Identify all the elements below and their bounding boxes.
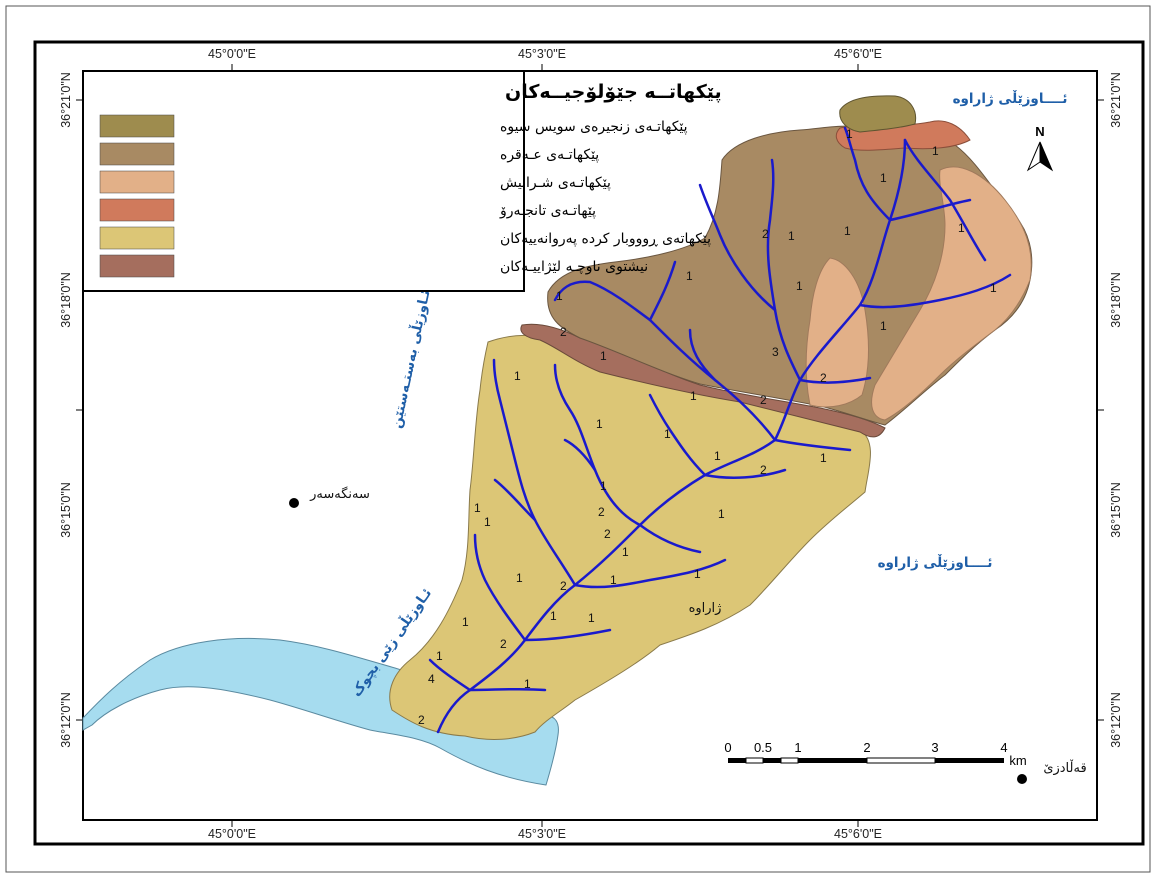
order-label: 1 (932, 144, 939, 158)
order-label: 1 (686, 269, 693, 283)
scale-tick: 0 (724, 740, 731, 755)
scale-unit: km (1009, 753, 1026, 768)
scale-tick: 0.5 (754, 740, 772, 755)
order-label: 1 (514, 369, 521, 383)
order-label: 1 (596, 417, 603, 431)
order-label: 1 (484, 515, 491, 529)
order-label: 1 (796, 279, 803, 293)
order-label: 1 (610, 573, 617, 587)
order-label: 1 (690, 389, 697, 403)
unit-sevas (839, 95, 917, 133)
order-label: 2 (598, 505, 605, 519)
legend-swatch (99, 170, 175, 194)
legend-label: پێکهاتـەی عـەقرە (500, 147, 599, 163)
order-label: 1 (436, 649, 443, 663)
order-label: 1 (588, 611, 595, 625)
legend-swatch (99, 114, 175, 138)
coord-left-2: 36°18'0"N (59, 272, 73, 328)
order-label: 1 (820, 451, 827, 465)
order-label: 1 (844, 224, 851, 238)
north-arrow-icon: N (1026, 124, 1054, 172)
graticule-ticks (76, 64, 1104, 827)
coord-left-1: 36°21'0"N (59, 72, 73, 128)
scale-tick: 4 (1000, 740, 1007, 755)
legend-swatch (99, 198, 175, 222)
order-label: 1 (516, 571, 523, 585)
order-label: 1 (846, 127, 853, 141)
order-label: 1 (474, 501, 481, 515)
legend-swatch (99, 226, 175, 250)
coord-top-3: 45°6'0"E (834, 47, 882, 61)
order-label: 2 (760, 463, 767, 477)
order-label: 1 (600, 479, 607, 493)
coord-left-3: 36°15'0"N (59, 482, 73, 538)
legend: پێکهاتــە جێۆلۆجیــەکان پێکهاتـەی زنجیرە… (82, 70, 722, 292)
order-label: 1 (556, 289, 563, 303)
unit-shiranish-2 (871, 166, 1032, 421)
coord-right-1: 36°21'0"N (1109, 72, 1123, 128)
stream-order-labels: 1 1 1 1 1 1 1 1 1 2 2 2 3 1 1 1 1 2 1 1 … (418, 127, 997, 727)
qaladze-point (1017, 774, 1027, 784)
legend-label: پێکهاتـەی زنجیرەی سویس سیوە (500, 119, 688, 135)
sangasar-point (289, 498, 299, 508)
order-label: 1 (694, 567, 701, 581)
place-zharawa-right: ئــــاوزێڵی ژاراوە (878, 554, 993, 571)
order-label: 1 (788, 229, 795, 243)
coord-bottom-2: 45°3'0"E (518, 827, 566, 841)
north-label: N (1035, 124, 1044, 139)
order-label: 2 (762, 227, 769, 241)
coordinate-labels: 45°0'0"E 45°3'0"E 45°6'0"E 45°0'0"E 45°3… (59, 47, 1123, 841)
order-label: 2 (820, 371, 827, 385)
scale-tick: 2 (863, 740, 870, 755)
stream-network (428, 126, 1012, 734)
order-label: 2 (604, 527, 611, 541)
coord-right-4: 36°12'0"N (1109, 692, 1123, 748)
order-label: 4 (428, 672, 435, 686)
place-zharawa-town: ژاراوە (689, 601, 722, 616)
order-label: 3 (772, 345, 779, 359)
coord-bottom-1: 45°0'0"E (208, 827, 256, 841)
legend-label: پێهاتـەی تانجـەرۆ (499, 203, 596, 219)
order-label: 1 (990, 281, 997, 295)
scale-tick: 1 (794, 740, 801, 755)
legend-swatch (99, 142, 175, 166)
place-zharawa-top: ئــــاوزێڵی ژاراوە (953, 90, 1068, 107)
coord-right-3: 36°15'0"N (1109, 482, 1123, 538)
order-label: 1 (718, 507, 725, 521)
lake (82, 637, 559, 786)
order-label: 2 (560, 579, 567, 593)
coord-bottom-3: 45°6'0"E (834, 827, 882, 841)
order-label: 1 (880, 319, 887, 333)
coord-left-4: 36°12'0"N (59, 692, 73, 748)
order-label: 2 (760, 393, 767, 407)
legend-label: پێکهاتـەی شـرانیش (500, 175, 611, 191)
scale-tick: 3 (931, 740, 938, 755)
coord-top-1: 45°0'0"E (208, 47, 256, 61)
order-label: 1 (664, 427, 671, 441)
order-label: 1 (714, 449, 721, 463)
order-label: 2 (500, 637, 507, 651)
order-label: 1 (622, 545, 629, 559)
legend-label: نیشتوی ناوچـە لێژاییـەکان (500, 259, 648, 275)
coord-top-2: 45°3'0"E (518, 47, 566, 61)
order-label: 1 (524, 677, 531, 691)
legend-label: پێکهاتەی ڕوووبار کردە پەروانەییەکان (500, 231, 711, 247)
order-label: 1 (600, 349, 607, 363)
coord-right-2: 36°18'0"N (1109, 272, 1123, 328)
place-qaladze: قەڵادزێ (1043, 759, 1086, 776)
legend-title: پێکهاتــە جێۆلۆجیــەکان (505, 81, 722, 103)
scale-bar: 0 0.5 1 2 3 4 km (724, 740, 1026, 768)
order-label: 2 (560, 325, 567, 339)
order-label: 2 (418, 713, 425, 727)
order-label: 1 (958, 221, 965, 235)
legend-swatch (99, 254, 175, 278)
order-label: 1 (462, 615, 469, 629)
order-label: 1 (880, 171, 887, 185)
order-label: 1 (550, 609, 557, 623)
place-sangasar: سەنگەسەر (309, 486, 370, 502)
